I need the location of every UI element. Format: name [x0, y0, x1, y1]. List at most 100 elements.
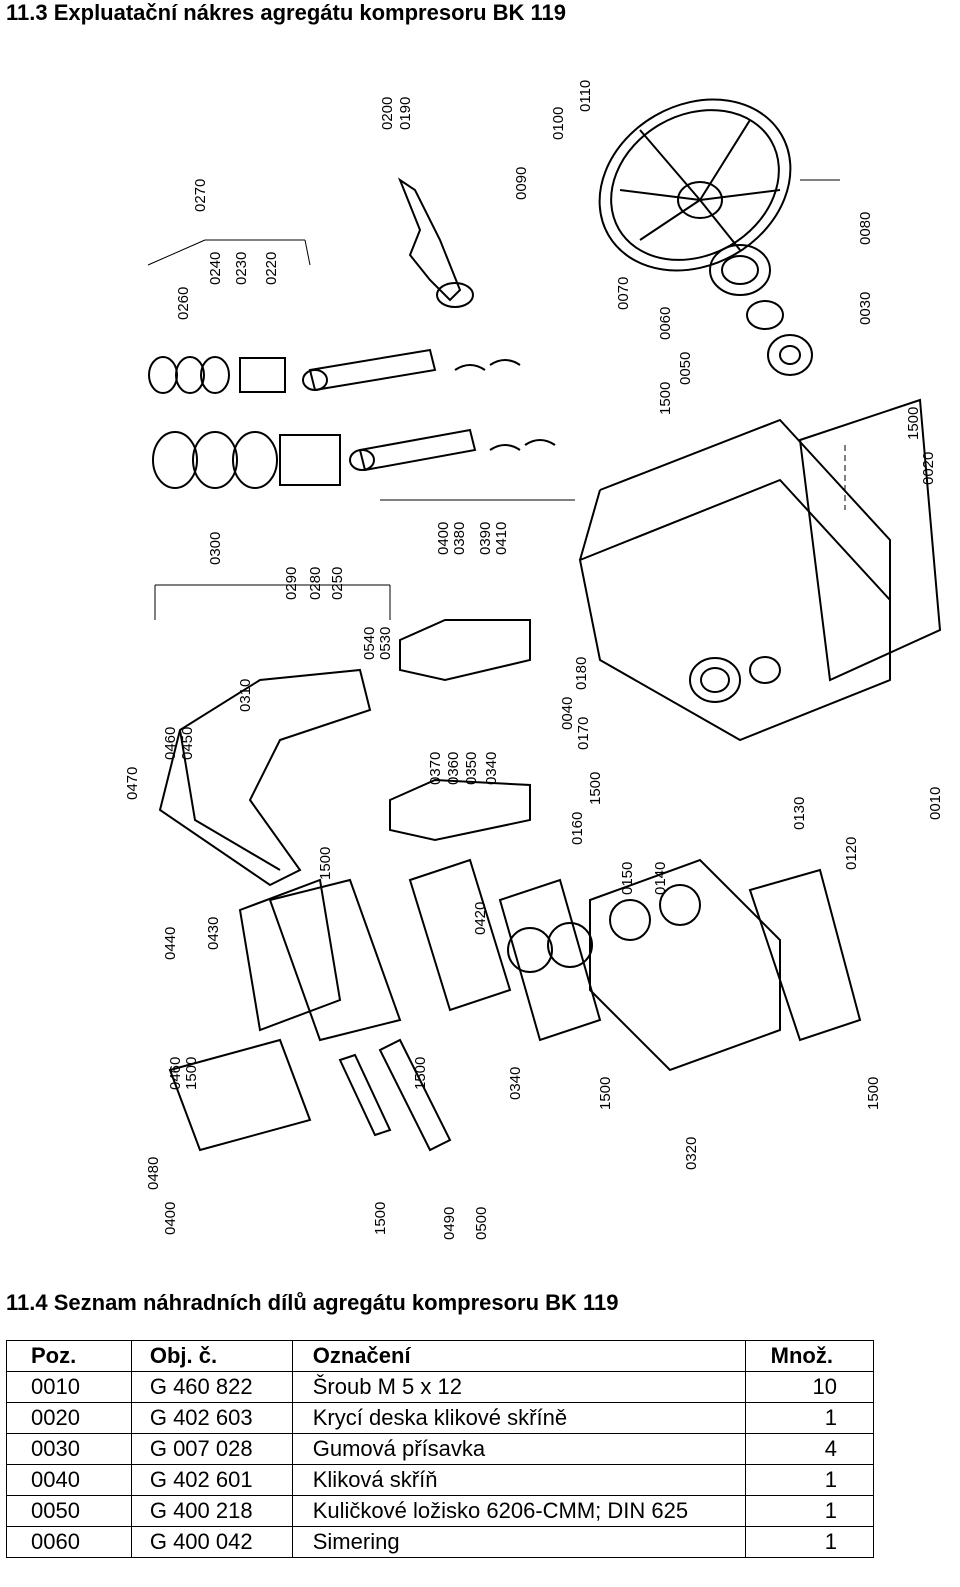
cell-description: Kliková skříň: [291, 1464, 747, 1496]
cell-order-number: G 460 822: [130, 1371, 293, 1403]
callout: 0440: [162, 927, 179, 960]
callout: 1500: [412, 1057, 429, 1090]
callout: 0370: [427, 752, 444, 785]
callout: 0250: [329, 567, 346, 600]
callout: 0040: [559, 697, 576, 730]
callout: 0280: [307, 567, 324, 600]
leader-lines: [147, 179, 846, 620]
callout: 0390: [477, 522, 494, 555]
column-header: Množ.: [745, 1340, 874, 1372]
cell-description: Gumová přísavka: [291, 1433, 747, 1465]
callout: 0490: [441, 1207, 458, 1240]
callout: 0140: [652, 862, 669, 895]
table-row: 0020 G 402 603 Krycí deska klikové skřín…: [6, 1402, 874, 1434]
callout: 0240: [207, 252, 224, 285]
callout: 1500: [183, 1057, 200, 1090]
cell-position: 0010: [6, 1371, 132, 1403]
column-header: Označení: [291, 1340, 747, 1372]
exploded-drawing: 0200 0190 0100 0110 0090 0270 0240 0230 …: [100, 40, 960, 1270]
cell-position: 0050: [6, 1495, 132, 1527]
callout: 0170: [575, 717, 592, 750]
cell-order-number: G 402 601: [130, 1464, 293, 1496]
table-row: 0050 G 400 218 Kuličkové ložisko 6206-CM…: [6, 1495, 874, 1527]
callout: 0460: [162, 727, 179, 760]
piston-parts: [148, 356, 341, 489]
callout: 0030: [857, 292, 874, 325]
callout: 0180: [573, 657, 590, 690]
callout: 0430: [205, 917, 222, 950]
callout: 0050: [677, 352, 694, 385]
cell-description: Simering: [291, 1526, 747, 1558]
callout: 0120: [843, 837, 860, 870]
parts-table: Poz. Obj. č. Označení Množ. 0010 G 460 8…: [6, 1340, 874, 1558]
callout: 0020: [920, 452, 937, 485]
bearing-parts: [709, 244, 813, 376]
callout: 0320: [683, 1137, 700, 1170]
callout: 0340: [507, 1067, 524, 1100]
callout: 0150: [619, 862, 636, 895]
crankshaft-part: [397, 177, 474, 308]
cell-quantity: 1: [745, 1495, 874, 1527]
cell-quantity: 4: [745, 1433, 874, 1465]
callout: 0010: [927, 787, 944, 820]
flywheel-part: [598, 98, 792, 272]
callout: 1500: [372, 1202, 389, 1235]
cell-description: Šroub M 5 x 12: [291, 1371, 747, 1403]
table-header-row: Poz. Obj. č. Označení Množ.: [6, 1340, 874, 1372]
callout: 0110: [577, 80, 594, 112]
callout: 1500: [865, 1077, 882, 1110]
callout: 0290: [283, 567, 300, 600]
callout: 0310: [237, 679, 254, 712]
callout: 0100: [550, 107, 567, 140]
callout: 0450: [179, 727, 196, 760]
cell-order-number: G 007 028: [130, 1433, 293, 1465]
table-row: 0010 G 460 822 Šroub M 5 x 12 10: [6, 1371, 874, 1403]
table-row: 0030 G 007 028 Gumová přísavka 4: [6, 1433, 874, 1465]
cell-quantity: 1: [745, 1464, 874, 1496]
table-row: 0040 G 402 601 Kliková skříň 1: [6, 1464, 874, 1496]
callout: 0070: [615, 277, 632, 310]
cell-quantity: 10: [745, 1371, 874, 1403]
cell-position: 0030: [6, 1433, 132, 1465]
callout: 0160: [569, 812, 586, 845]
callout: 1500: [657, 382, 674, 415]
callout: 1500: [317, 847, 334, 880]
parts-list-title: 11.4 Seznam náhradních dílů agregátu kom…: [6, 1290, 619, 1315]
callout: 0360: [445, 752, 462, 785]
callout: 0130: [791, 797, 808, 830]
callout: 0540: [361, 627, 378, 660]
column-header: Obj. č.: [130, 1340, 293, 1372]
callout: 0340: [483, 752, 500, 785]
cylinder-part: [589, 858, 862, 1072]
connecting-rod-parts: [302, 348, 556, 472]
callout: 0060: [657, 307, 674, 340]
callout: 0530: [377, 627, 394, 660]
callout: 0420: [472, 902, 489, 935]
callout: 0090: [513, 167, 530, 200]
callout: 0080: [857, 212, 874, 245]
cell-position: 0060: [6, 1526, 132, 1558]
callout: 0260: [175, 287, 192, 320]
drawing-title: 11.3 Expluatační nákres agregátu kompres…: [6, 0, 567, 25]
callout: 0400: [435, 522, 452, 555]
callout: 0300: [207, 532, 224, 565]
cell-position: 0040: [6, 1464, 132, 1496]
gasket-parts: [268, 858, 602, 1152]
cell-description: Kuličkové ložisko 6206-CMM; DIN 625: [291, 1495, 747, 1527]
cell-order-number: G 400 042: [130, 1526, 293, 1558]
valve-head-parts: [168, 619, 531, 1152]
cell-description: Krycí deska klikové skříně: [291, 1402, 747, 1434]
cell-quantity: 1: [745, 1526, 874, 1558]
callout: 0460: [167, 1057, 184, 1090]
callout: 1500: [905, 407, 922, 440]
cell-order-number: G 402 603: [130, 1402, 293, 1434]
callout: 0480: [145, 1157, 162, 1190]
callout: 0270: [192, 179, 209, 212]
callout: 0470: [124, 767, 141, 800]
cell-order-number: G 400 218: [130, 1495, 293, 1527]
crankcase-part: [578, 398, 942, 742]
callout: 0190: [397, 97, 414, 130]
callout: 0200: [379, 97, 396, 130]
table-row: 0060 G 400 042 Simering 1: [6, 1526, 874, 1558]
callout-labels: 0200 0190 0100 0110 0090 0270 0240 0230 …: [124, 80, 944, 1240]
